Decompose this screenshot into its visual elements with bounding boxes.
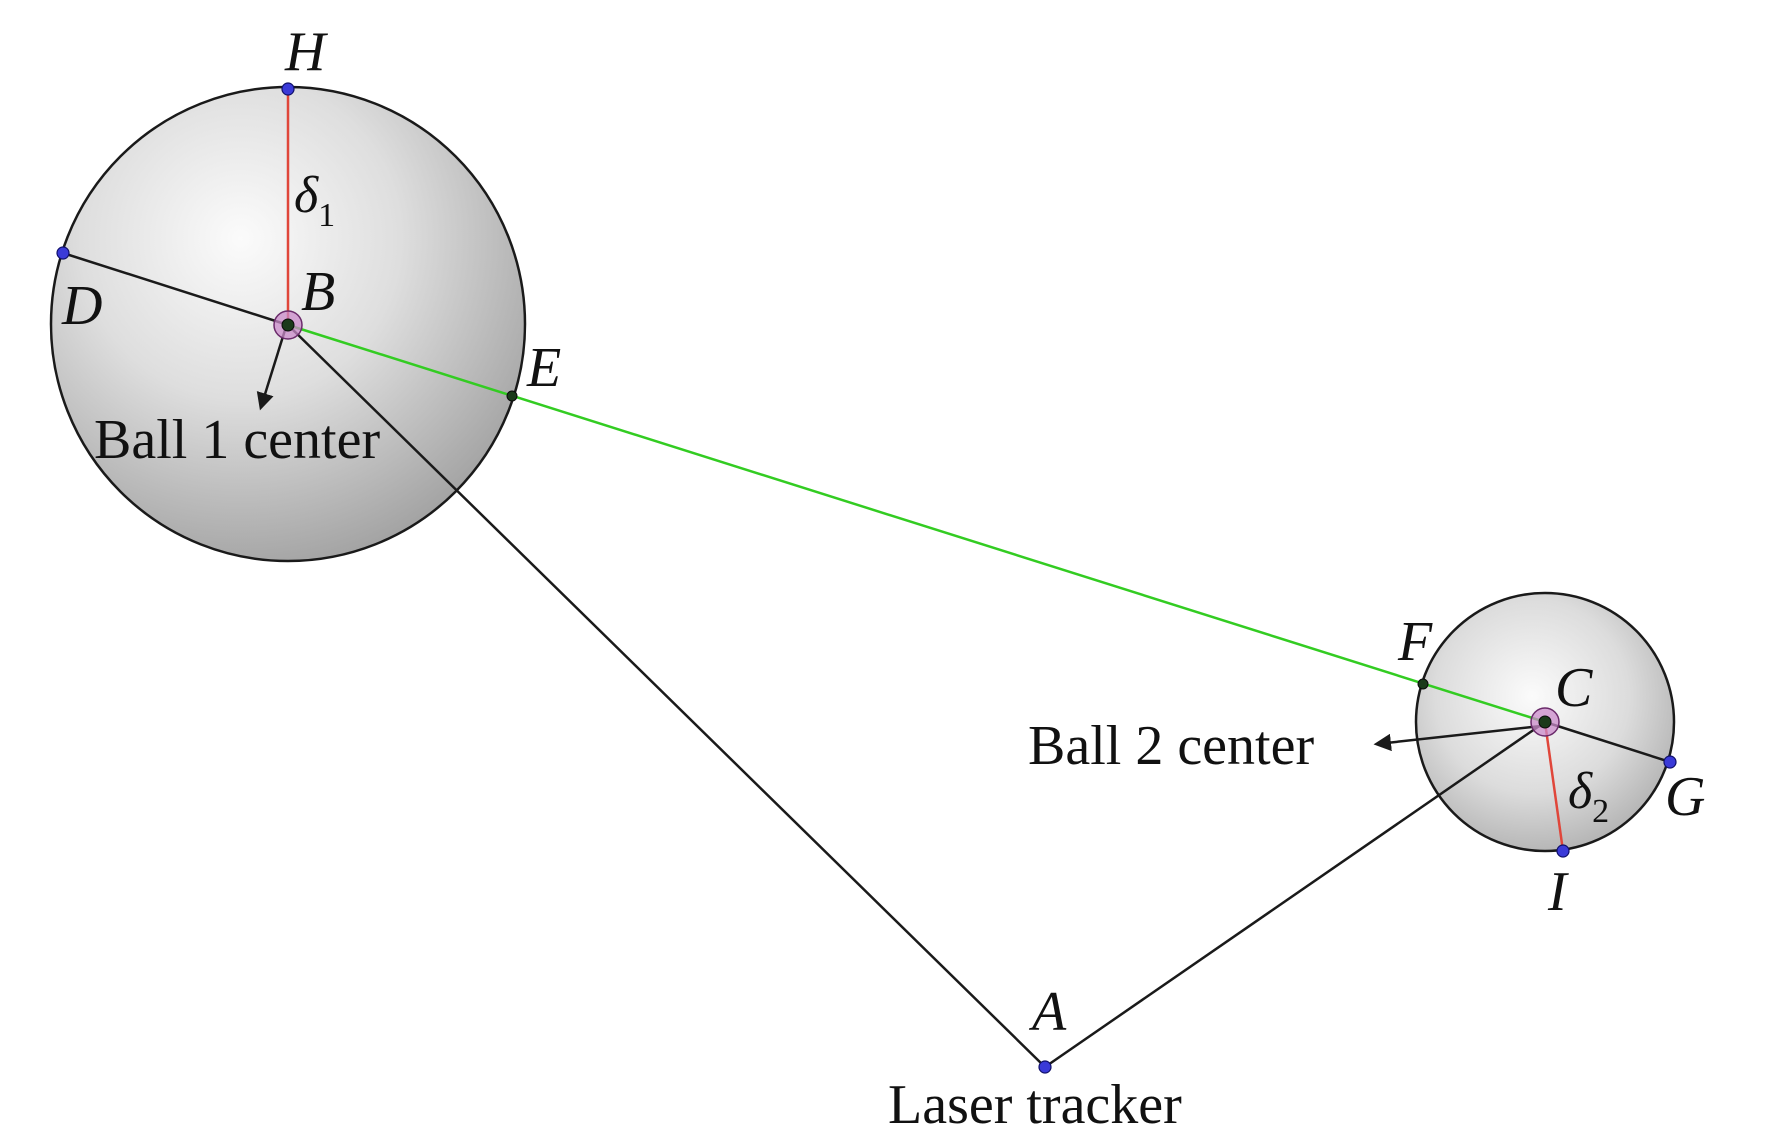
point-label-I: I — [1547, 861, 1569, 923]
point-label-G: G — [1665, 766, 1705, 828]
point-H-marker — [281, 82, 295, 96]
point-D-marker — [56, 246, 70, 260]
line-A-C — [1044, 720, 1546, 1069]
ball-2-center-marker — [1530, 707, 1560, 737]
point-A-marker — [1038, 1060, 1052, 1074]
point-label-E: E — [526, 337, 561, 399]
ball-1-center-marker — [273, 310, 303, 340]
point-label-C: C — [1555, 657, 1593, 719]
caption-ball-1-center: Ball 1 center — [94, 409, 380, 471]
delta-2-label: δ2 — [1568, 763, 1609, 830]
line-D-B — [62, 251, 289, 327]
radius-delta-2 — [1543, 721, 1565, 852]
point-label-A: A — [1028, 981, 1067, 1043]
point-label-F: F — [1397, 611, 1433, 673]
caption-ball-2-center: Ball 2 center — [1028, 715, 1314, 777]
arrow-ball-2-center — [1373, 724, 1542, 752]
point-label-D: D — [61, 275, 102, 337]
line-C-G — [1544, 720, 1671, 764]
point-G-marker — [1663, 755, 1677, 769]
point-I-marker — [1556, 844, 1570, 858]
point-label-H: H — [284, 21, 328, 83]
caption-laser-tracker: Laser tracker — [888, 1074, 1182, 1136]
point-label-B: B — [301, 261, 335, 323]
point-E-marker — [506, 390, 518, 402]
delta-1-label: δ1 — [294, 167, 335, 234]
line-B-A — [287, 324, 1046, 1068]
line-B-C — [287, 323, 1546, 724]
point-F-marker — [1417, 678, 1429, 690]
arrow-ball-1-center — [256, 329, 287, 411]
